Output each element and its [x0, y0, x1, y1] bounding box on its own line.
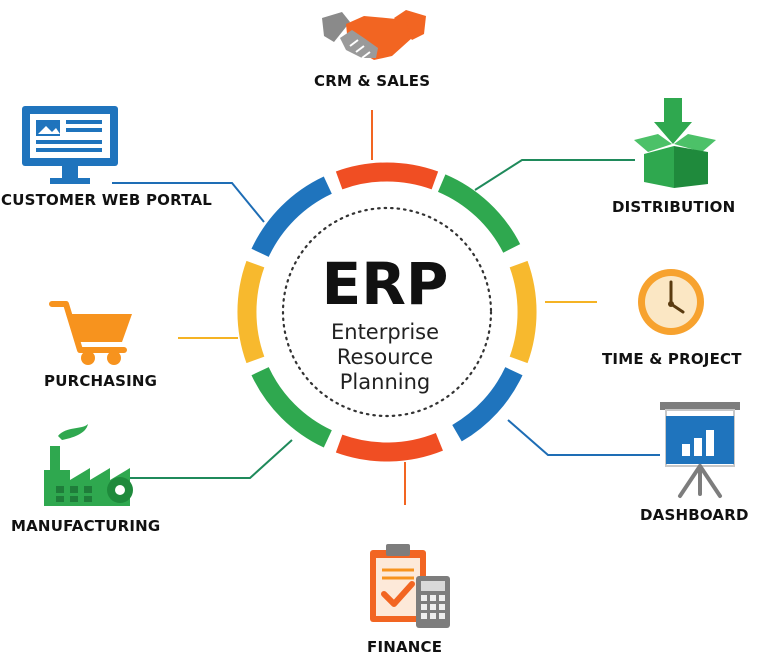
clock-icon — [638, 269, 704, 335]
module-label-dashboard: DASHBOARD — [640, 506, 749, 524]
module-label-manufacturing: MANUFACTURING — [11, 517, 161, 535]
module-label-crm-sales: CRM & SALES — [314, 72, 431, 90]
ring-segment-green-bottom-left — [251, 366, 333, 448]
erp-title: ERP — [321, 250, 449, 318]
package-box-icon — [634, 98, 716, 188]
ring-segment-yellow-left — [237, 260, 265, 364]
handshake-icon — [322, 10, 426, 60]
module-label-purchasing: PURCHASING — [44, 372, 158, 390]
ring-segment-green-top-right — [437, 174, 521, 253]
inner-dotted-circle — [281, 206, 493, 418]
connector-distribution — [474, 159, 635, 191]
module-label-time-project: TIME & PROJECT — [602, 350, 742, 368]
ring-segment-red-top — [335, 162, 439, 190]
connector-manufacturing — [130, 439, 293, 479]
clipboard-calculator-icon — [370, 544, 450, 628]
monitor-icon — [22, 106, 118, 184]
erp-subtitle-line-2: Resource — [336, 345, 434, 369]
module-label-finance: FINANCE — [367, 638, 443, 656]
connector-dashboard — [507, 419, 660, 456]
connectors — [112, 110, 660, 505]
erp-subtitle-line-3: Planning — [339, 370, 431, 394]
shopping-cart-icon — [49, 301, 132, 365]
ring-segment-blue-right — [452, 366, 523, 442]
erp-ring — [237, 162, 537, 462]
ring-segment-red-bottom — [335, 432, 443, 462]
erp-subtitle-line-1: Enterprise — [330, 320, 440, 344]
module-label-distribution: DISTRIBUTION — [612, 198, 736, 216]
factory-icon — [44, 424, 133, 506]
ring-segment-blue-left — [251, 176, 333, 258]
presentation-board-icon — [660, 402, 740, 498]
module-label-customer-web-portal: CUSTOMER WEB PORTAL — [1, 191, 213, 209]
connector-customer-portal — [112, 182, 265, 223]
ring-segment-yellow-right — [509, 260, 537, 364]
